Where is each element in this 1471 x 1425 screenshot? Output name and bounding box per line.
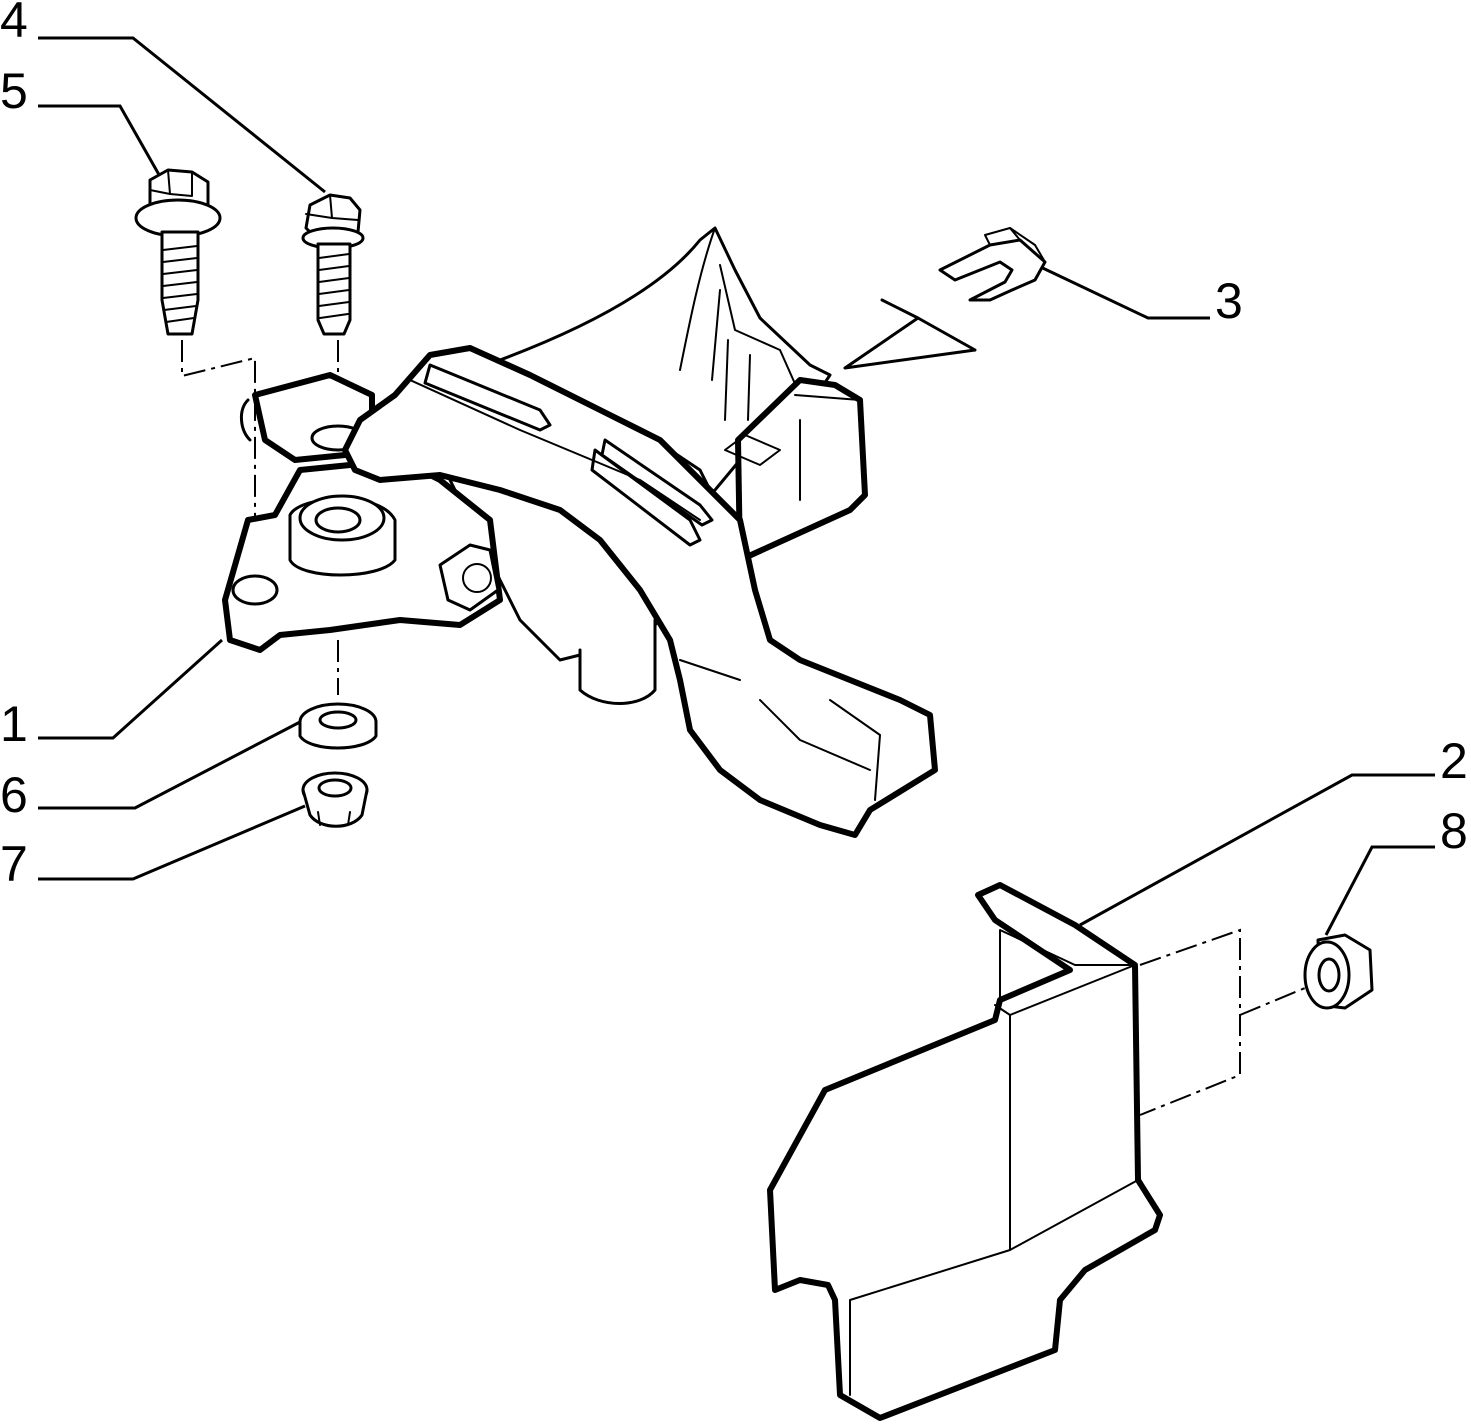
leader-6 <box>38 720 301 810</box>
flanged-nut-part-7 <box>301 771 369 828</box>
leader-4 <box>38 36 326 194</box>
leader-7 <box>38 804 306 881</box>
leader-1 <box>38 638 224 740</box>
callout-label-6: 6 <box>0 767 28 823</box>
leader-5 <box>38 104 164 181</box>
callout-label-4: 4 <box>0 0 28 48</box>
bolt-part-4 <box>301 193 365 336</box>
callout-label-7: 7 <box>0 836 28 892</box>
callout-label-2: 2 <box>1440 733 1468 789</box>
leader-3 <box>1029 260 1210 320</box>
heat-shield-part-2 <box>767 882 1163 1421</box>
flanged-bolt-part-5 <box>134 168 222 336</box>
gear-selector-housing-part-1 <box>222 226 938 838</box>
leader-lines <box>38 36 1435 936</box>
callout-label-8: 8 <box>1440 803 1468 859</box>
callout-label-5: 5 <box>0 63 28 119</box>
flanged-nut-part-8 <box>1303 933 1374 1010</box>
callout-label-1: 1 <box>0 696 28 752</box>
washer-part-6 <box>298 702 378 750</box>
leader-2 <box>1079 773 1435 927</box>
retaining-clip-part-3 <box>843 227 1047 370</box>
callout-label-3: 3 <box>1215 273 1243 329</box>
leader-8 <box>1324 845 1435 936</box>
